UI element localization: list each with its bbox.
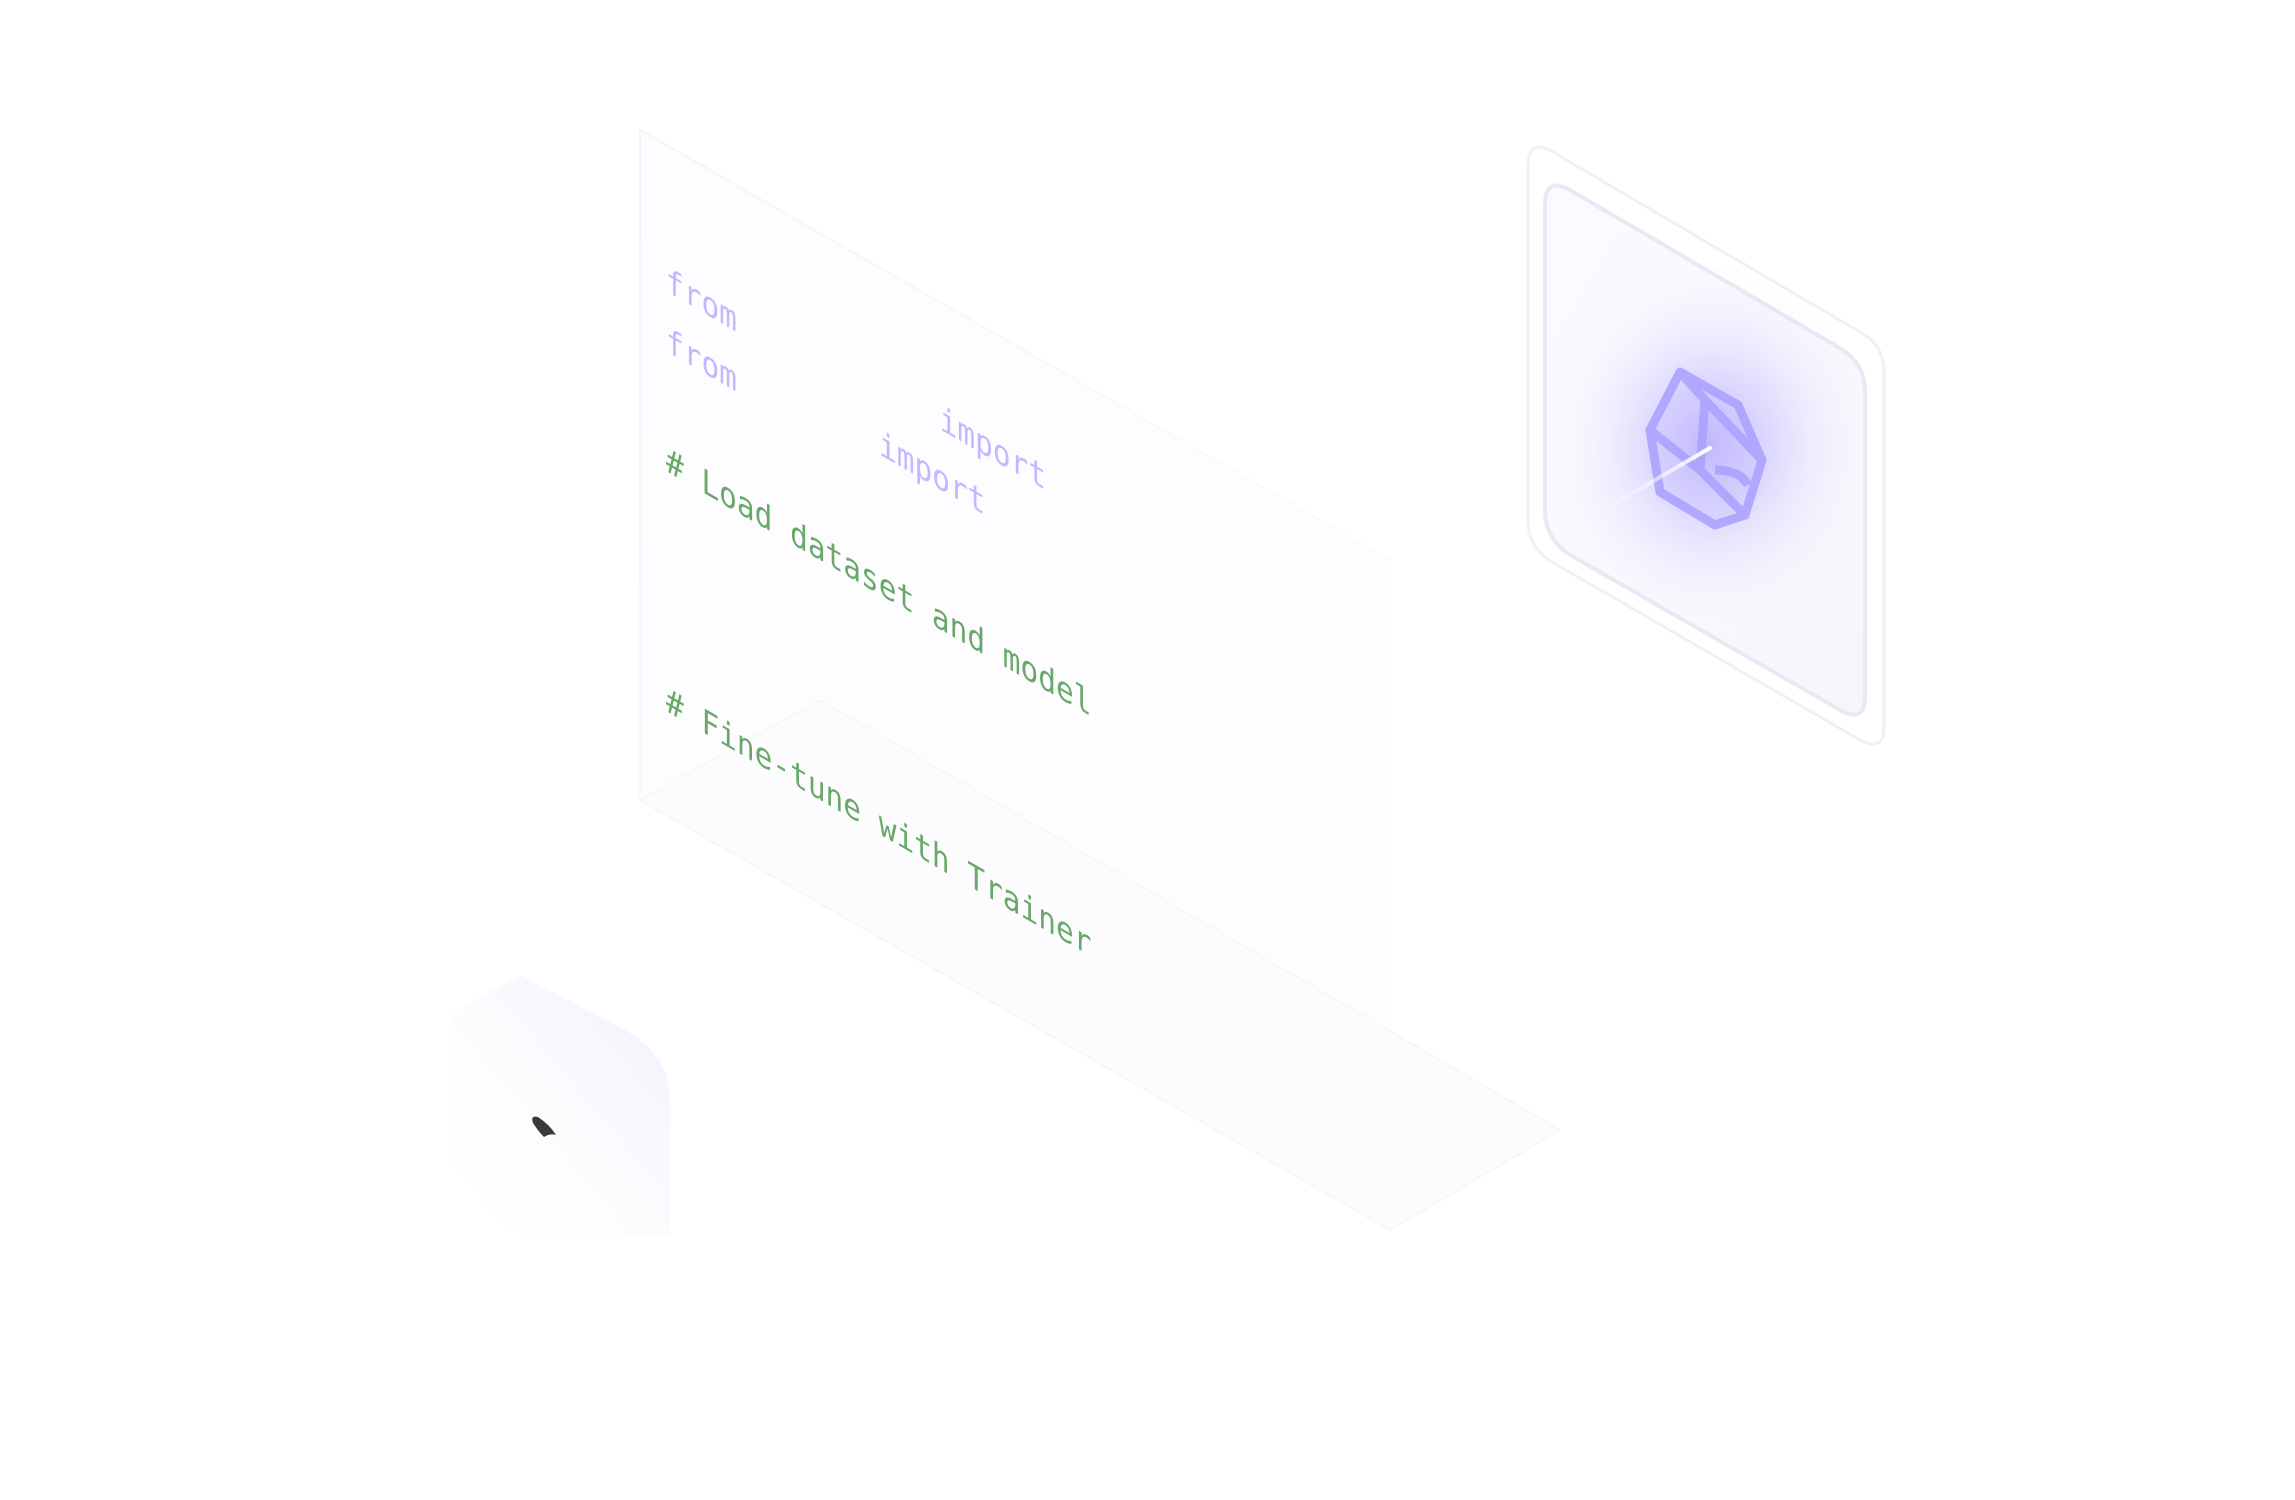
model-card-beam [1593, 446, 1712, 517]
cursor-icon [532, 1116, 556, 1137]
mini-card [450, 975, 670, 1235]
model-card-glow [1540, 255, 1880, 635]
cube-icon [1645, 367, 1767, 530]
model-card-face [1543, 183, 1867, 717]
mini-card-face [450, 975, 670, 1235]
code-line-comment-finetune: # Fine-tune with Trainer [666, 680, 1092, 966]
code-block: from from import import # Load dataset a… [666, 250, 1116, 1210]
model-card-outer-frame [1526, 145, 1886, 746]
